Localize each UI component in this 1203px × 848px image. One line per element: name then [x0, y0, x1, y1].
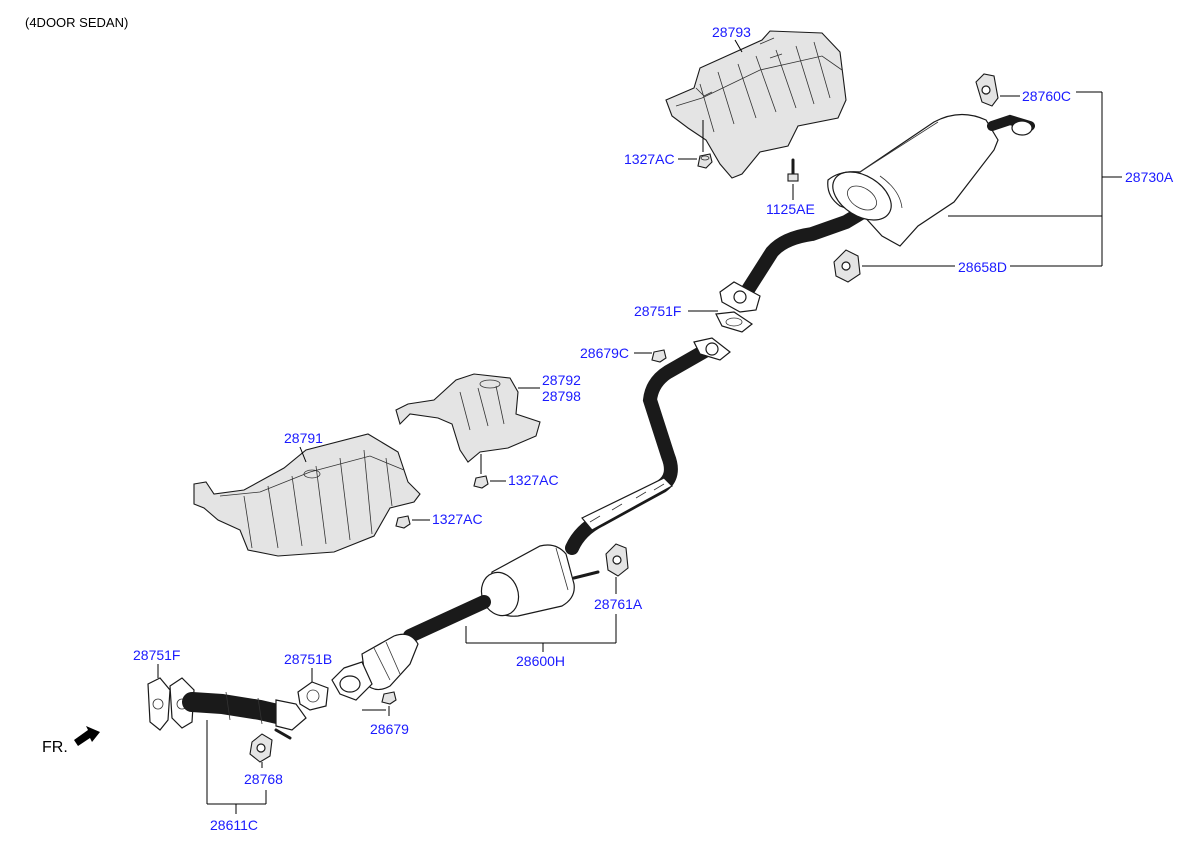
label-1125ae[interactable]: 1125AE — [766, 201, 815, 217]
leader-28791 — [299, 446, 307, 463]
nut-28679[interactable] — [381, 691, 397, 705]
center-muffler-assembly[interactable] — [403, 337, 731, 643]
hanger-28760c[interactable] — [975, 73, 999, 107]
bolt-1125ae[interactable] — [787, 158, 799, 182]
label-28751f-left[interactable]: 28751F — [133, 647, 180, 663]
front-direction-label: FR. — [42, 739, 68, 756]
front-pipe[interactable] — [147, 677, 307, 740]
label-1327ac-top[interactable]: 1327AC — [624, 151, 675, 167]
hanger-28658d[interactable] — [833, 249, 861, 283]
label-28611c[interactable]: 28611C — [210, 817, 258, 833]
gasket-28751b[interactable] — [297, 681, 329, 711]
nut-1327ac-left[interactable] — [395, 515, 411, 529]
heat-shield-center[interactable] — [395, 373, 541, 463]
heat-shield-front[interactable] — [193, 433, 421, 557]
label-28798[interactable]: 28798 — [542, 388, 581, 404]
label-28679[interactable]: 28679 — [370, 721, 409, 737]
label-28793[interactable]: 28793 — [712, 24, 751, 40]
label-28760c[interactable]: 28760C — [1022, 88, 1071, 104]
label-28600h[interactable]: 28600H — [516, 653, 565, 669]
hanger-28761a[interactable] — [605, 543, 629, 577]
label-28768[interactable]: 28768 — [244, 771, 283, 787]
label-28761a[interactable]: 28761A — [594, 596, 643, 612]
nut-28679c[interactable] — [651, 349, 667, 363]
label-1327ac-mid[interactable]: 1327AC — [508, 472, 559, 488]
nut-1327ac-top[interactable] — [697, 153, 713, 169]
label-28679c[interactable]: 28679C — [580, 345, 629, 361]
gasket-28751f-mid[interactable] — [715, 311, 754, 333]
front-arrow-icon — [74, 726, 100, 746]
label-28791[interactable]: 28791 — [284, 430, 323, 446]
nut-1327ac-mid[interactable] — [473, 475, 489, 489]
rear-muffler[interactable] — [719, 113, 1035, 313]
leader-28793 — [734, 39, 743, 53]
hanger-28768[interactable] — [249, 733, 273, 763]
variant-title: (4DOOR SEDAN) — [25, 15, 128, 30]
catalytic-converter[interactable] — [331, 633, 419, 701]
label-1327ac-left[interactable]: 1327AC — [432, 511, 483, 527]
label-28730a[interactable]: 28730A — [1125, 169, 1174, 185]
label-28751f-mid[interactable]: 28751F — [634, 303, 681, 319]
heat-shield-rear[interactable] — [665, 30, 847, 179]
label-28792[interactable]: 28792 — [542, 372, 581, 388]
label-28751b[interactable]: 28751B — [284, 651, 332, 667]
label-28658d[interactable]: 28658D — [958, 259, 1007, 275]
